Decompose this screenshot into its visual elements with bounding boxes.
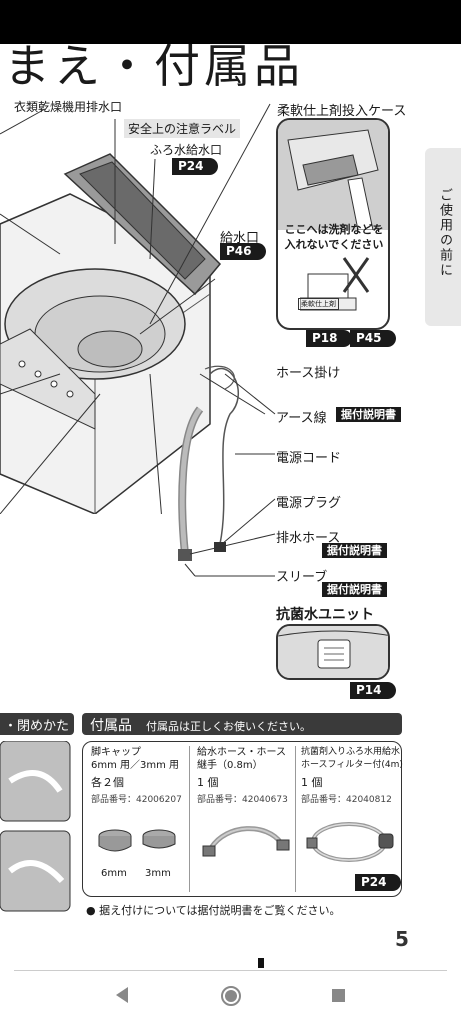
accessory-name: ホースフィルター付(4m) [301, 760, 403, 770]
page-title: まえ・付属品 [4, 44, 304, 93]
washing-machine-illustration [0, 103, 271, 514]
status-bar [0, 0, 461, 44]
accessories-box: 脚キャップ 6mm 用／3mm 用 各２個 部品番号：42006207 6mm … [82, 741, 403, 897]
home-icon[interactable] [220, 985, 242, 1011]
leg-cap-6mm-label: 6mm [101, 868, 127, 879]
bath-water-ref-badge: P24 [172, 158, 218, 175]
back-icon[interactable] [114, 986, 130, 1008]
accessory-name: 6mm 用／3mm 用 [91, 760, 180, 771]
callout-ref-2-badge: P45 [350, 330, 396, 347]
accessory-item-water-hose: 給水ホース・ホース 継手（0.8m） 1 個 部品番号：42040673 [197, 746, 293, 892]
hose-hook-label: ホース掛け [276, 366, 341, 381]
antibacterial-ref-badge: P14 [350, 682, 396, 699]
recents-icon[interactable] [331, 988, 346, 1007]
water-inlet-label: 給水口 [220, 231, 260, 246]
accessory-qty: 各２個 [91, 776, 124, 789]
accessory-part-number: 部品番号：42040812 [301, 795, 392, 805]
accessories-title: 付属品 [90, 718, 132, 734]
safety-label-tag: 安全上の注意ラベル [124, 119, 241, 138]
power-cord-label: 電源コード [276, 451, 342, 466]
navigation-bar [0, 974, 461, 1024]
accessory-qty: 1 個 [197, 776, 219, 789]
left-section-images [0, 741, 71, 912]
left-section-header: ・閉めかた [0, 713, 74, 735]
callout-tag: 柔軟仕上剤 [298, 298, 339, 310]
power-plug-label: 電源プラグ [276, 496, 342, 511]
antibacterial-unit-image [278, 626, 388, 678]
accessory-item-leg-caps: 脚キャップ 6mm 用／3mm 用 各２個 部品番号：42006207 6mm … [91, 746, 187, 892]
installation-note: ● 据え付けについては据付説明書をご覧ください。 [86, 904, 341, 917]
drain-hose-label: 排水ホース [276, 531, 341, 546]
accessory-part-number: 部品番号：42040673 [197, 795, 288, 805]
accessory-name: 給水ホース・ホース [197, 747, 286, 758]
divider [14, 970, 447, 971]
dryer-exhaust-label: 衣類乾燥機用排水口 [14, 100, 123, 114]
hoses-illustration [178, 365, 276, 577]
divider [295, 746, 296, 892]
accessory-part-number: 部品番号：42006207 [91, 795, 182, 805]
accessory-name: 脚キャップ [91, 747, 141, 758]
ground-wire-label: アース線 [276, 411, 327, 426]
accessory-name: 抗菌剤入りふろ水用給水 [301, 747, 401, 757]
prohibited-icon [300, 257, 370, 311]
divider [189, 746, 190, 892]
softener-case-image [278, 120, 388, 231]
bath-water-inlet-label: ふろ水給水口 [150, 143, 223, 157]
side-tab-label: ご使用の前に [437, 188, 452, 278]
accessories-subtitle: 付属品は正しくお使いください。 [146, 720, 311, 733]
accessory-name: 継手（0.8m） [197, 760, 263, 771]
bath-hose-image [306, 822, 394, 862]
accessory-item-bath-hose: 抗菌剤入りふろ水用給水 ホースフィルター付(4m) 1 個 部品番号：42040… [301, 746, 403, 892]
callout-ref-1-badge: P18 [306, 330, 352, 347]
ground-wire-ref-badge: 据付説明書 [336, 407, 401, 422]
water-inlet-ref-badge: P46 [220, 243, 266, 260]
antibacterial-unit-callout [276, 624, 390, 680]
leg-caps-image [98, 829, 176, 852]
antibacterial-unit-label: 抗菌水ユニット [276, 607, 374, 623]
softener-case-label: 柔軟仕上剤投入ケース [277, 104, 407, 119]
water-hose-image [202, 826, 290, 857]
drain-hose-ref-badge: 据付説明書 [322, 543, 387, 558]
manual-page: まえ・付属品 [0, 44, 461, 974]
accessories-header: 付属品 付属品は正しくお使いください。 [82, 713, 402, 735]
softener-case-callout: ここへは洗剤などを入れないでください 柔軟仕上剤 [276, 118, 390, 330]
scroll-indicator [258, 958, 264, 968]
leg-cap-3mm-label: 3mm [145, 868, 171, 879]
sleeve-label: スリーブ [276, 570, 328, 585]
page-number: 5 [395, 927, 409, 951]
callout-warning-text: ここへは洗剤などを入れないでください [284, 223, 384, 251]
bath-hose-ref-badge: P24 [355, 874, 401, 891]
accessory-qty: 1 個 [301, 776, 323, 789]
side-tab[interactable]: ご使用の前に [425, 148, 461, 326]
sleeve-ref-badge: 据付説明書 [322, 582, 387, 597]
